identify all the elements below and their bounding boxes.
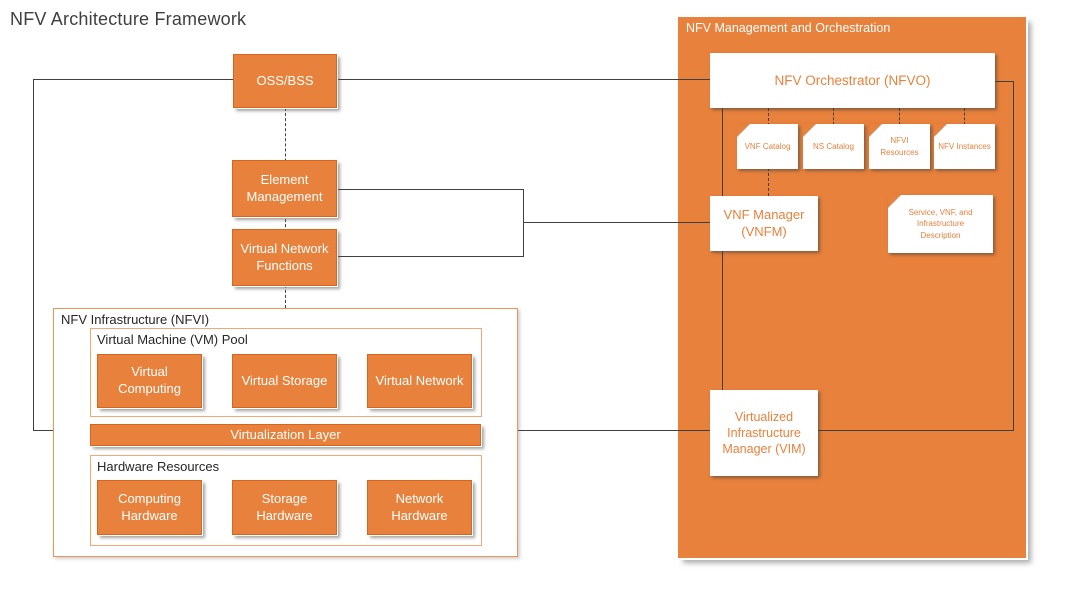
vnf-catalog-box: VNF Catalog <box>737 124 798 169</box>
connector-ossbss-to-nfvo <box>337 79 710 80</box>
nfv-instances-label: NFV Instances <box>938 141 991 151</box>
service-description-box: Service, VNF, and Infrastructure Descrip… <box>888 195 993 253</box>
connector-to-vnfm <box>523 222 710 223</box>
computing-hardware-box: Computing Hardware <box>97 480 202 535</box>
vim-box: Virtualized Infrastructure Manager (VIM) <box>710 390 818 476</box>
virtualization-layer-box: Virtualization Layer <box>90 424 481 446</box>
ns-catalog-box: NS Catalog <box>803 124 864 169</box>
ns-catalog-label: NS Catalog <box>813 141 854 151</box>
oss-bss-label: OSS/BSS <box>256 72 314 88</box>
mano-panel-title: NFV Management and Orchestration <box>686 21 891 35</box>
nfv-instances-box: NFV Instances <box>934 124 995 169</box>
oss-bss-box: OSS/BSS <box>233 54 337 108</box>
virtual-computing-label: Virtual Computing <box>118 364 181 396</box>
vm-pool-label: Virtual Machine (VM) Pool <box>97 332 248 347</box>
virtual-network-box: Virtual Network <box>367 354 472 408</box>
nfvi-label: NFV Infrastructure (NFVI) <box>61 312 210 327</box>
connector-ossbss-left <box>33 79 233 80</box>
nfvo-label: NFV Orchestrator (NFVO) <box>774 72 931 88</box>
vnf-catalog-label: VNF Catalog <box>744 141 791 151</box>
storage-hardware-box: Storage Hardware <box>232 480 337 535</box>
nfvo-box: NFV Orchestrator (NFVO) <box>710 53 995 108</box>
connector-dashed-ns-catalog <box>833 108 834 125</box>
connector-nfvo-right <box>995 81 1013 82</box>
nfvi-resources-box: NFVI Resources <box>869 124 930 169</box>
virtual-network-functions-box: Virtual Network Functions <box>232 229 337 286</box>
connector-dashed-nfv-instances <box>964 108 965 125</box>
connector-vnf-right <box>337 256 523 257</box>
vnfm-box: VNF Manager (VNFM) <box>710 196 818 251</box>
virtual-storage-box: Virtual Storage <box>232 354 337 408</box>
network-hardware-box: Network Hardware <box>367 480 472 535</box>
connector-outer-right-vertical <box>1013 81 1014 431</box>
virtualization-layer-label: Virtualization Layer <box>230 426 341 442</box>
connector-em-right <box>337 189 523 190</box>
vim-label: Virtualized Infrastructure Manager (VIM) <box>722 409 806 457</box>
network-hardware-label: Network Hardware <box>391 490 448 523</box>
connector-bottom-horizontal <box>33 430 1013 431</box>
diagram-title: NFV Architecture Framework <box>10 9 247 29</box>
element-management-box: Element Management <box>232 160 337 217</box>
connector-dashed-nfvi-resources <box>899 108 900 125</box>
storage-hardware-label: Storage Hardware <box>256 490 313 523</box>
element-management-label: Element Management <box>246 171 323 204</box>
virtual-network-functions-label: Virtual Network Functions <box>240 240 329 273</box>
virtual-network-label: Virtual Network <box>375 372 464 388</box>
connector-outer-left-vertical <box>33 79 34 431</box>
service-description-label: Service, VNF, and Infrastructure Descrip… <box>908 207 973 240</box>
connector-bracket-vertical <box>523 189 524 257</box>
vnfm-label: VNF Manager (VNFM) <box>723 206 805 239</box>
virtual-computing-box: Virtual Computing <box>97 354 202 408</box>
hardware-resources-label: Hardware Resources <box>97 459 220 474</box>
virtual-storage-label: Virtual Storage <box>241 372 328 388</box>
computing-hardware-label: Computing Hardware <box>118 490 181 523</box>
nfvi-resources-label: NFVI Resources <box>880 135 919 157</box>
